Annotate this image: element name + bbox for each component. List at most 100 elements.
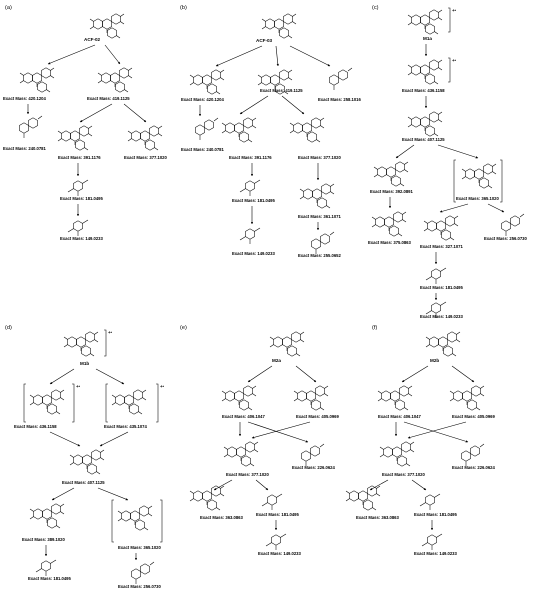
bracket-right <box>160 499 163 543</box>
hydroxyl-bond <box>120 21 125 25</box>
arrow <box>247 421 309 443</box>
hydroxyl-bond <box>454 223 459 227</box>
radical-charge: +• <box>76 384 80 389</box>
hydroxyl-bond <box>320 117 325 121</box>
methoxy-bond <box>299 188 304 192</box>
a-ring <box>193 490 203 502</box>
structure-fragment <box>425 301 447 318</box>
benzene-ring <box>470 445 480 457</box>
b-ring <box>291 331 301 343</box>
methoxy-bond <box>221 398 226 402</box>
d-ring <box>363 499 373 511</box>
d-ring <box>275 83 285 95</box>
hydroxyl-bond <box>406 463 411 467</box>
structure-fragment <box>29 389 65 415</box>
hydroxyl-bond <box>220 69 225 73</box>
hydroxyl-bond <box>60 511 65 515</box>
exact-mass-label: Exact Mass: 420.1204 <box>181 97 225 102</box>
methoxy-bond <box>461 176 466 180</box>
hydroxyl-bond <box>316 139 321 143</box>
methoxy-bond <box>189 490 194 494</box>
d-ring <box>207 83 217 95</box>
hydroxyl-bond <box>434 31 439 35</box>
c-ring <box>102 18 112 30</box>
hydroxyl-bond <box>60 397 65 401</box>
exact-mass-label: Exact Mass: 377.1020 <box>298 155 342 160</box>
methoxy-bond <box>289 122 294 126</box>
methoxy-bond <box>257 74 262 78</box>
c-ring <box>32 72 42 84</box>
bond <box>347 67 353 72</box>
b-ring <box>429 111 439 123</box>
c-ring <box>306 390 316 402</box>
arrow <box>295 365 317 383</box>
arrow <box>439 203 469 213</box>
benzene-ring <box>510 215 520 227</box>
structure-fragment <box>111 389 147 415</box>
exact-mass-label: Exact Mass: 327.1071 <box>420 244 464 249</box>
hydroxyl-bond <box>438 111 443 115</box>
methoxy-bond <box>189 74 194 78</box>
b-ring <box>283 13 293 25</box>
a-ring <box>227 446 237 458</box>
arrow <box>369 479 389 491</box>
bracket-left <box>111 499 114 543</box>
hydroxyl-bond <box>254 441 259 445</box>
bracket-right <box>156 383 159 423</box>
benzene-ring <box>310 445 320 457</box>
a-ring <box>293 122 303 134</box>
methoxy-bond <box>293 390 298 394</box>
exact-mass-label: Exact Mass: 149.0233 <box>414 551 458 556</box>
benzene-ring <box>329 74 339 86</box>
exact-mass-label: Exact Mass: 181.0495 <box>28 576 72 581</box>
panel-f-label: (f) <box>372 325 377 331</box>
exact-mass-label: Exact Mass: 149.0233 <box>258 551 302 556</box>
hydroxyl-bond <box>408 385 413 389</box>
exact-mass-label: Exact Mass: 226.0624 <box>292 465 336 470</box>
arrow <box>47 44 96 65</box>
structure-fragment <box>261 493 283 510</box>
methoxy-bond <box>425 336 430 340</box>
methoxy-bond <box>189 498 194 502</box>
hydroxyl-bond <box>434 81 439 85</box>
hydroxyl-bond <box>456 331 461 335</box>
hydroxyl-bond <box>438 9 443 13</box>
c-ring <box>390 390 400 402</box>
d-ring <box>241 455 251 467</box>
benzene-ring <box>501 220 511 232</box>
a-ring <box>375 216 385 228</box>
hydroxyl-bond <box>56 411 61 415</box>
hydroxyl-bond <box>288 69 293 73</box>
d-ring <box>425 23 435 35</box>
structure-acf-02 <box>89 13 125 39</box>
a-ring <box>411 14 421 26</box>
hydroxyl-bond <box>120 13 125 17</box>
hydroxyl-bond <box>300 339 305 343</box>
a-ring <box>33 394 43 406</box>
hydroxyl-bond <box>324 393 329 397</box>
methoxy-bond <box>117 518 122 522</box>
methoxy-bond <box>19 80 24 84</box>
c-ring <box>202 490 212 502</box>
benzene-ring <box>41 560 51 572</box>
radical-charge: +• <box>160 384 164 389</box>
exact-mass-label: Exact Mass: 181.0495 <box>414 512 458 517</box>
b-ring <box>483 163 493 175</box>
methoxy-bond <box>449 390 454 394</box>
arrow <box>403 421 469 443</box>
hydroxyl-bond <box>248 139 253 143</box>
exact-mass-label: Exact Mass: 240.0781 <box>3 146 47 151</box>
hydroxyl-bond <box>404 161 409 165</box>
hydroxyl-bond <box>320 125 325 129</box>
d-ring <box>239 131 249 143</box>
a-ring <box>261 74 271 86</box>
bond <box>239 236 246 241</box>
methoxy-bond <box>299 196 304 200</box>
hydroxyl-bond <box>250 463 255 467</box>
methoxy-bond <box>373 174 378 178</box>
b-ring <box>471 385 481 397</box>
hydroxyl-bond <box>404 407 409 411</box>
hydroxyl-bond <box>248 407 253 411</box>
b-ring <box>399 385 409 397</box>
